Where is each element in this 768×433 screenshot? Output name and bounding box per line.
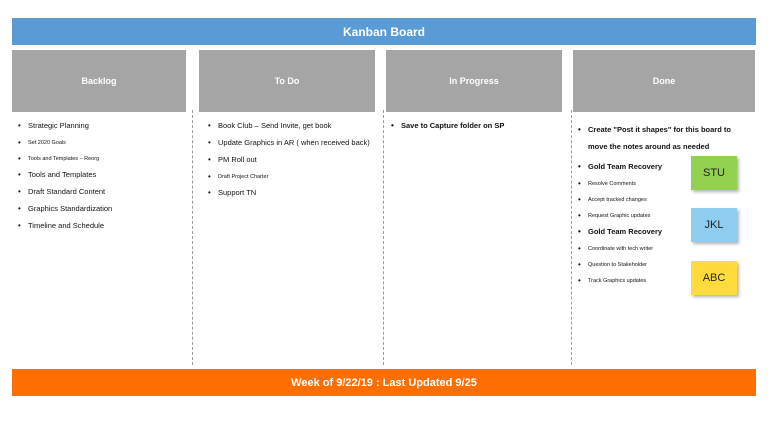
column-header-in-progress: In Progress	[386, 50, 562, 112]
done-item[interactable]: Gold Team Recovery	[578, 162, 756, 172]
backlog-item[interactable]: Timeline and Schedule	[18, 221, 188, 231]
backlog-item[interactable]: Tools and Templates – Reorg	[18, 154, 188, 164]
in-progress-item[interactable]: Save to Capture folder on SP	[391, 121, 563, 131]
done-item[interactable]: Track Graphics updates	[578, 276, 756, 286]
done-item[interactable]: Request Graphic updates	[578, 211, 756, 221]
backlog-item[interactable]: Set 2020 Goals	[18, 138, 188, 148]
backlog-item[interactable]: Draft Standard Content	[18, 187, 188, 197]
todo-item[interactable]: Update Graphics in AR ( when received ba…	[208, 138, 380, 148]
footer-banner: Week of 9/22/19 : Last Updated 9/25	[12, 369, 756, 396]
todo-item[interactable]: Draft Project Charter	[208, 172, 380, 182]
backlog-item[interactable]: Strategic Planning	[18, 121, 188, 131]
sticky-note-stu[interactable]: STU	[691, 156, 737, 190]
sticky-note-abc[interactable]: ABC	[691, 261, 737, 295]
done-item[interactable]: Coordinate with tech writer	[578, 244, 756, 254]
todo-item[interactable]: PM Roll out	[208, 155, 380, 165]
column-divider	[571, 110, 572, 365]
column-header-done: Done	[573, 50, 755, 112]
column-header-backlog: Backlog	[12, 50, 186, 112]
todo-item[interactable]: Book Club – Send Invite, get book	[208, 121, 380, 131]
todo-item[interactable]: Support TN	[208, 188, 380, 198]
column-header-todo: To Do	[199, 50, 375, 112]
in-progress-column: Save to Capture folder on SP	[391, 121, 563, 138]
backlog-item[interactable]: Tools and Templates	[18, 170, 188, 180]
todo-column: Book Club – Send Invite, get book Update…	[208, 121, 380, 205]
done-item[interactable]: Resolve Comments	[578, 179, 756, 189]
sticky-note-jkl[interactable]: JKL	[691, 208, 737, 242]
done-item[interactable]: Accept tracked changes	[578, 195, 756, 205]
done-item[interactable]: Create "Post it shapes" for this board t…	[578, 121, 746, 155]
done-item[interactable]: Question to Stakeholder	[578, 260, 756, 270]
column-divider	[192, 110, 193, 365]
column-divider	[383, 110, 384, 365]
done-column: Create "Post it shapes" for this board t…	[578, 121, 756, 292]
backlog-column: Strategic Planning Set 2020 Goals Tools …	[18, 121, 188, 238]
done-item[interactable]: Gold Team Recovery	[578, 227, 756, 237]
backlog-item[interactable]: Graphics Standardization	[18, 204, 188, 214]
board-title: Kanban Board	[12, 18, 756, 45]
